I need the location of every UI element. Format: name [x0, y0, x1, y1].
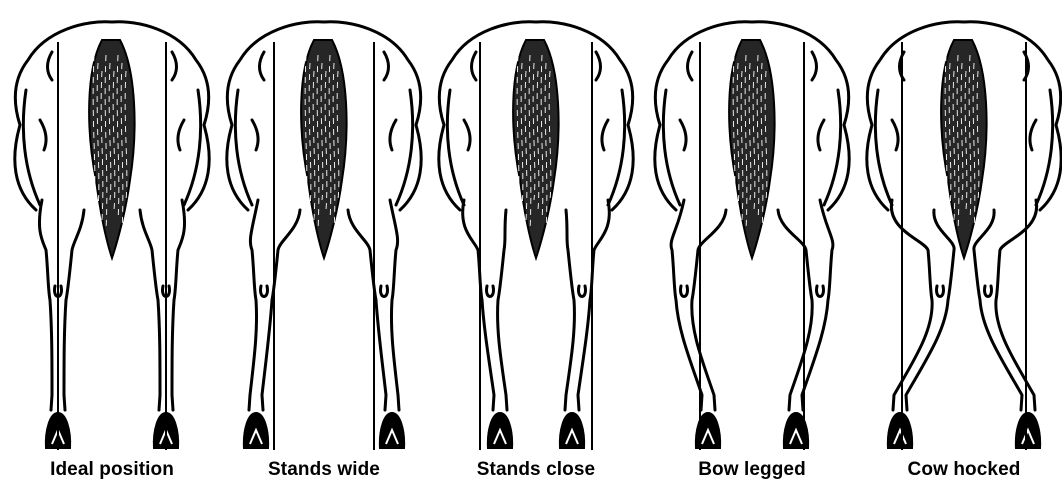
caption-cow-hocked: Cow hocked	[858, 459, 1062, 481]
leg-outer-right	[802, 200, 833, 410]
stifle-mark-right	[390, 120, 396, 150]
leg-outer-right	[996, 200, 1037, 410]
panel-cow-hocked: Cow hocked	[858, 0, 1062, 489]
leg-outer-left	[463, 200, 494, 410]
horse-hindquarters-ideal-position	[6, 0, 218, 460]
thigh-curve-left	[447, 90, 464, 205]
leg-inner-left	[64, 210, 84, 410]
tail	[941, 40, 986, 258]
thigh-curve-left	[663, 90, 680, 205]
leg-outer-left	[891, 200, 932, 410]
leg-outer-right	[390, 200, 399, 410]
hip-mark-right	[596, 52, 601, 80]
hip-mark-right	[172, 52, 177, 80]
stifle-mark-left	[252, 120, 258, 150]
tail	[301, 40, 346, 258]
leg-inner-right	[140, 210, 160, 410]
thigh-curve-left	[23, 90, 40, 205]
stifle-mark-right	[1030, 120, 1036, 150]
horse-hindquarters-stands-wide	[218, 0, 430, 460]
horse-hindquarters-cow-hocked	[858, 0, 1062, 460]
hip-mark-right	[384, 52, 389, 80]
hock-mark-right	[579, 286, 586, 297]
tail	[513, 40, 558, 258]
leg-inner-left	[906, 210, 954, 410]
hock-mark-left	[937, 286, 944, 297]
caption-stands-close: Stands close	[430, 459, 642, 481]
caption-stands-wide: Stands wide	[218, 459, 430, 481]
hip-mark-left	[48, 52, 53, 80]
hock-mark-right	[985, 286, 992, 297]
horse-hindquarters-bow-legged	[646, 0, 858, 460]
hock-mark-left	[261, 286, 268, 297]
leg-inner-left	[498, 210, 507, 410]
leg-outer-left	[39, 200, 52, 410]
leg-inner-right	[565, 210, 574, 410]
thigh-curve-left	[875, 90, 892, 205]
leg-inner-right	[974, 210, 1022, 410]
tail	[89, 40, 134, 258]
stifle-mark-right	[602, 120, 608, 150]
thigh-curve-right	[1036, 90, 1053, 205]
hip-mark-left	[688, 52, 693, 80]
stifle-mark-left	[680, 120, 686, 150]
panel-stands-wide: Stands wide	[218, 0, 430, 489]
hock-mark-left	[487, 286, 494, 297]
leg-outer-right	[172, 200, 185, 410]
caption-bow-legged: Bow legged	[646, 459, 858, 481]
hip-mark-left	[472, 52, 477, 80]
leg-outer-left	[671, 200, 702, 410]
leg-outer-right	[578, 200, 609, 410]
hock-mark-right	[817, 286, 824, 297]
panel-bow-legged: Bow legged	[646, 0, 858, 489]
horse-hindquarters-stands-close	[430, 0, 642, 460]
thigh-curve-right	[396, 90, 413, 205]
panel-stands-close: Stands close	[430, 0, 642, 489]
hock-mark-left	[681, 286, 688, 297]
hip-mark-left	[260, 52, 265, 80]
thigh-curve-right	[184, 90, 201, 205]
stifle-mark-left	[464, 120, 470, 150]
tail	[729, 40, 774, 258]
thigh-curve-right	[824, 90, 841, 205]
thigh-curve-right	[608, 90, 625, 205]
caption-ideal-position: Ideal position	[6, 459, 218, 481]
stifle-mark-left	[40, 120, 46, 150]
leg-inner-right	[348, 210, 386, 410]
panel-ideal-position: Ideal position	[6, 0, 218, 489]
stifle-mark-right	[818, 120, 824, 150]
stifle-mark-right	[178, 120, 184, 150]
thigh-curve-left	[235, 90, 252, 205]
hip-mark-right	[812, 52, 817, 80]
stifle-mark-left	[892, 120, 898, 150]
leg-outer-left	[249, 200, 258, 410]
hock-mark-right	[381, 286, 388, 297]
leg-inner-left	[262, 210, 300, 410]
